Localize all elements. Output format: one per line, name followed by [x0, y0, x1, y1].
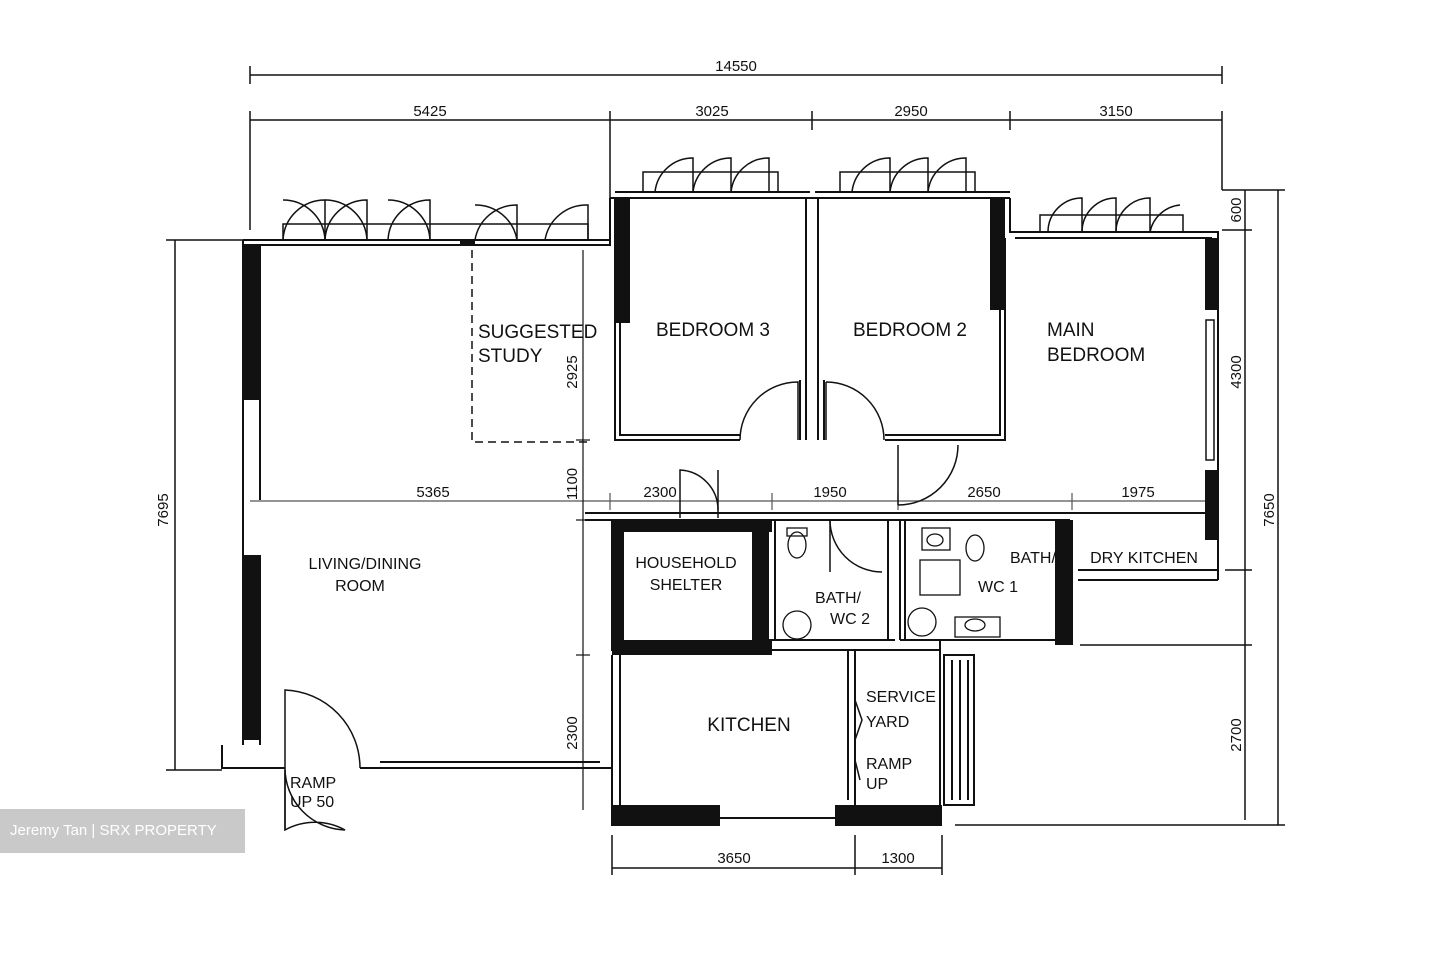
room-label-living-dining-2: ROOM [335, 578, 385, 595]
room-label-ramp-up-2: UP [866, 776, 888, 793]
room-label-household-shelter-1: HOUSEHOLD [635, 555, 736, 572]
dim-mid-2300: 2300 [643, 484, 676, 501]
dim-inner-2925: 2925 [564, 355, 581, 388]
dim-mid-1975: 1975 [1121, 484, 1154, 501]
bottom-dimension-lines [611, 835, 943, 875]
room-label-bath-wc2-1: BATH/ [815, 590, 861, 607]
middle-dimension-line [250, 493, 1215, 510]
room-label-bedroom-3: BEDROOM 3 [656, 320, 770, 341]
dim-mid-2650: 2650 [967, 484, 1000, 501]
dim-left-total: 7695 [155, 493, 172, 526]
room-label-household-shelter-2: SHELTER [650, 577, 723, 594]
right-dimension-lines [955, 189, 1285, 826]
doors [284, 381, 959, 832]
dim-mid-1950: 1950 [813, 484, 846, 501]
dim-inner-1100: 1100 [564, 468, 581, 500]
dim-inner-2300: 2300 [564, 716, 581, 749]
watermark-label: Jeremy Tan | SRX PROPERTY [0, 809, 245, 853]
room-label-ramp-up-50-1: RAMP [290, 775, 336, 792]
dim-top-3025: 3025 [695, 103, 728, 120]
dim-top-3150: 3150 [1099, 103, 1132, 120]
room-label-bedroom-2: BEDROOM 2 [853, 320, 967, 341]
left-dimension-line [166, 239, 250, 771]
dim-mid-5365: 5365 [416, 484, 449, 501]
dim-right-4300: 4300 [1228, 355, 1245, 388]
room-label-service-yard-2: YARD [866, 714, 909, 731]
room-label-bath-wc2-2: WC 2 [830, 611, 870, 628]
room-label-service-yard-1: SERVICE [866, 689, 936, 706]
dim-top-5425: 5425 [413, 103, 446, 120]
room-label-ramp-up-50-2: UP 50 [290, 794, 334, 811]
room-label-suggested-study-2: STUDY [478, 346, 543, 367]
room-label-main-bedroom-1: MAIN [1047, 320, 1095, 341]
dim-right-total: 7650 [1261, 493, 1278, 526]
sanitary-fixtures [782, 527, 1001, 640]
dim-top-2950: 2950 [894, 103, 927, 120]
dim-top-total: 14550 [715, 58, 757, 75]
room-label-dry-kitchen: DRY KITCHEN [1090, 550, 1198, 567]
thick-walls [243, 198, 1218, 825]
dim-bottom-3650: 3650 [717, 850, 750, 867]
dim-right-2700: 2700 [1228, 718, 1245, 751]
room-label-living-dining-1: LIVING/DINING [309, 556, 422, 573]
room-label-ramp-up-1: RAMP [866, 756, 912, 773]
room-label-bath-wc1-1: BATH/ [1010, 550, 1056, 567]
room-label-suggested-study-1: SUGGESTED [478, 322, 597, 343]
dim-bottom-1300: 1300 [881, 850, 914, 867]
windows [282, 157, 1215, 461]
room-label-kitchen: KITCHEN [707, 715, 790, 736]
dim-right-600: 600 [1228, 197, 1245, 222]
room-label-main-bedroom-2: BEDROOM [1047, 345, 1145, 366]
top-dimension-lines [249, 66, 1223, 230]
room-label-bath-wc1-2: WC 1 [978, 579, 1018, 596]
